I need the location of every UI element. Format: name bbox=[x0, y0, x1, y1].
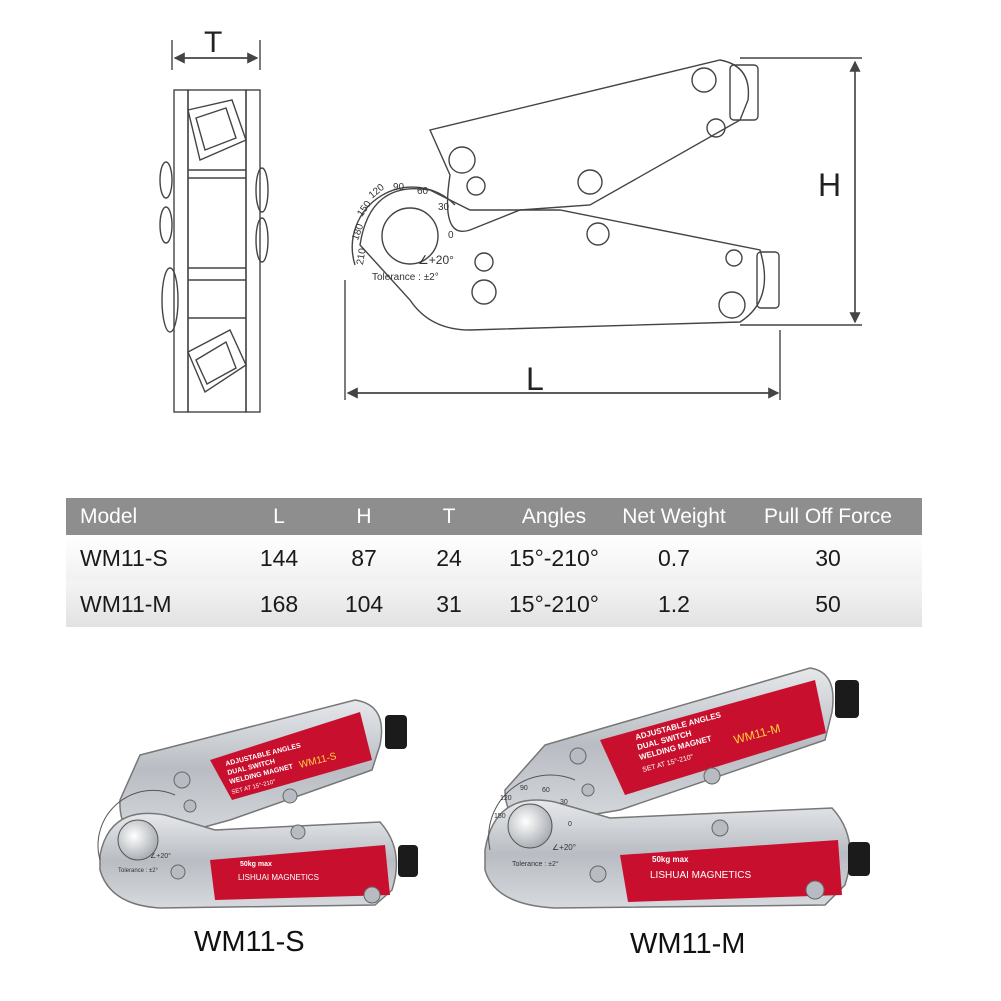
cell-model: WM11-S bbox=[66, 535, 234, 581]
photo-angle-note: ∠+20° bbox=[150, 852, 171, 860]
caption-wm11-m: WM11-M bbox=[630, 928, 746, 960]
column-header-pull-off-force: Pull Off Force bbox=[734, 498, 922, 535]
cell-t: 31 bbox=[404, 581, 494, 627]
angle-note: ∠+20° bbox=[418, 253, 454, 267]
label-brand: LISHUAI MAGNETICS bbox=[238, 873, 319, 882]
cell-pull-off-force: 30 bbox=[734, 535, 922, 581]
label-load: 50kg max bbox=[652, 855, 689, 864]
protractor-tick-90: 90 bbox=[393, 182, 405, 193]
cell-l: 168 bbox=[234, 581, 324, 627]
dim-label-l: L bbox=[526, 361, 544, 397]
label-load: 50kg max bbox=[240, 861, 272, 868]
column-header-angles: Angles bbox=[494, 498, 614, 535]
cell-h: 87 bbox=[324, 535, 404, 581]
column-header-t: T bbox=[404, 498, 494, 535]
spec-table: Model L H T Angles Net Weight Pull Off F… bbox=[66, 498, 922, 627]
photo-angle-note: ∠+20° bbox=[552, 843, 576, 852]
dim-label-h: H bbox=[818, 167, 841, 203]
cell-net-weight: 0.7 bbox=[614, 535, 734, 581]
photo-tolerance: Tolerance : ±2° bbox=[118, 868, 159, 874]
cell-net-weight: 1.2 bbox=[614, 581, 734, 627]
table-row: WM11-S 144 87 24 15°-210° 0.7 30 bbox=[66, 535, 922, 581]
photo-tick-30: 30 bbox=[560, 799, 568, 806]
photo-tick-60: 60 bbox=[542, 787, 550, 794]
table-row: WM11-M 168 104 31 15°-210° 1.2 50 bbox=[66, 581, 922, 627]
tolerance-note: Tolerance : ±2° bbox=[372, 272, 439, 283]
front-view bbox=[344, 57, 862, 400]
protractor-tick-60: 60 bbox=[417, 186, 429, 197]
cell-l: 144 bbox=[234, 535, 324, 581]
product-wm11-s: ADJUSTABLE ANGLES DUAL SWITCH WELDING MA… bbox=[97, 699, 418, 909]
column-header-h: H bbox=[324, 498, 404, 535]
protractor-tick-180: 180 bbox=[350, 222, 366, 242]
column-header-net-weight: Net Weight bbox=[614, 498, 734, 535]
column-header-l: L bbox=[234, 498, 324, 535]
side-view bbox=[159, 40, 269, 413]
table-header-row: Model L H T Angles Net Weight Pull Off F… bbox=[66, 498, 922, 535]
protractor-tick-150: 150 bbox=[355, 199, 374, 219]
label-brand: LISHUAI MAGNETICS bbox=[650, 870, 751, 881]
column-header-model: Model bbox=[66, 498, 234, 535]
cell-model: WM11-M bbox=[66, 581, 234, 627]
product-photos: ADJUSTABLE ANGLES DUAL SWITCH WELDING MA… bbox=[97, 667, 870, 909]
cell-pull-off-force: 50 bbox=[734, 581, 922, 627]
photo-tick-90: 90 bbox=[520, 785, 528, 792]
cell-angles: 15°-210° bbox=[494, 581, 614, 627]
protractor-tick-210: 210 bbox=[355, 247, 369, 266]
photo-tick-120: 120 bbox=[500, 795, 512, 802]
dim-label-t: T bbox=[204, 26, 222, 59]
protractor-tick-30: 30 bbox=[438, 202, 450, 213]
photo-tolerance: Tolerance : ±2° bbox=[512, 860, 559, 868]
protractor-tick-0: 0 bbox=[448, 230, 454, 241]
caption-wm11-s: WM11-S bbox=[194, 926, 305, 958]
photo-tick-0: 0 bbox=[568, 821, 572, 828]
cell-t: 24 bbox=[404, 535, 494, 581]
cell-h: 104 bbox=[324, 581, 404, 627]
cell-angles: 15°-210° bbox=[494, 535, 614, 581]
product-wm11-m: ADJUSTABLE ANGLES DUAL SWITCH WELDING MA… bbox=[484, 667, 870, 909]
technical-drawing: T H L 210 180 150 120 90 60 30 0 ∠+20° T… bbox=[159, 26, 862, 413]
photo-tick-150: 150 bbox=[494, 813, 506, 820]
